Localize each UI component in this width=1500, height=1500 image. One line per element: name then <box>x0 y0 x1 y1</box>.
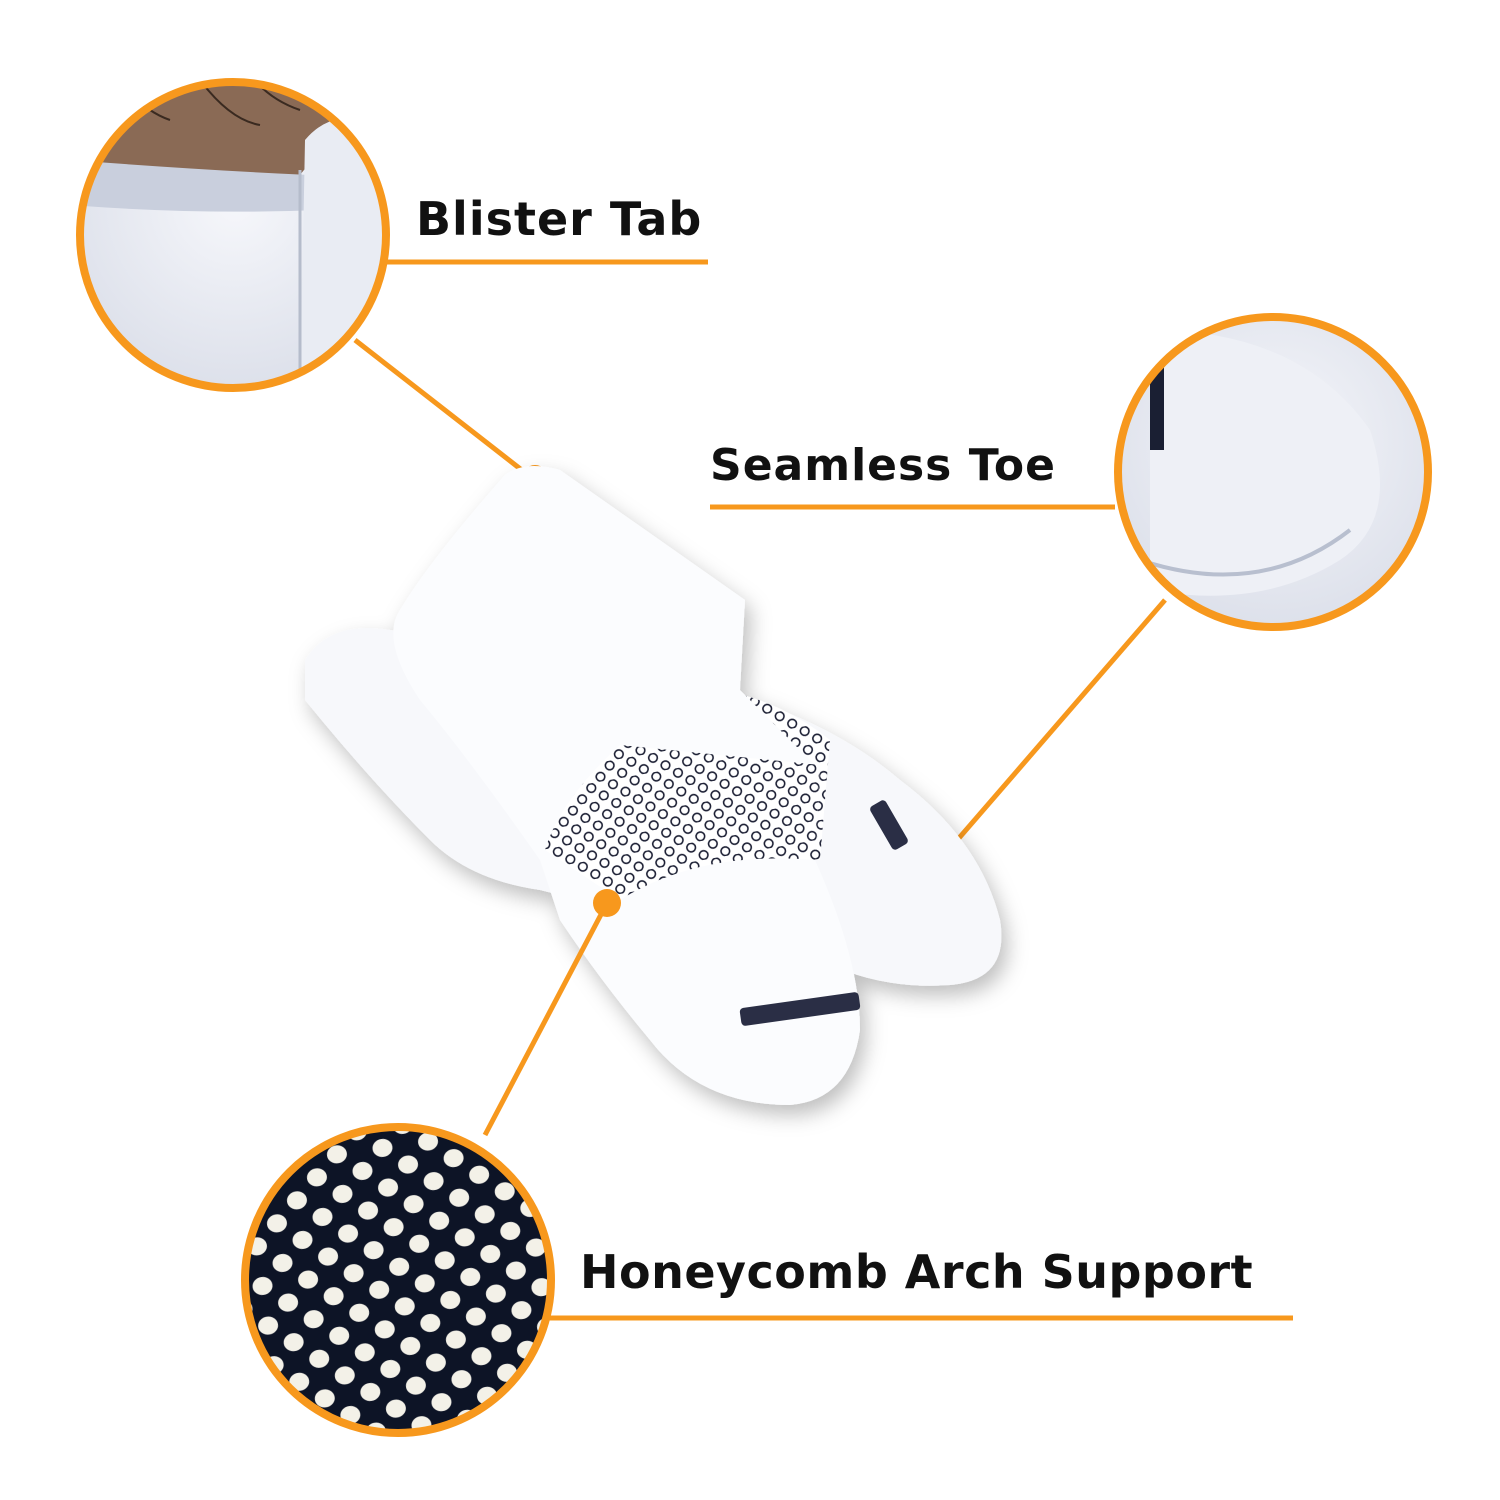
white-ankle-socks-pair <box>305 466 1002 1105</box>
honeycomb-callout <box>241 889 1293 1437</box>
blister-tab-leader <box>353 338 534 480</box>
blister-tab-label: Blister Tab <box>416 192 703 246</box>
honeycomb-label: Honeycomb Arch Support <box>580 1245 1254 1299</box>
blister-tab-closeup <box>80 82 386 388</box>
honeycomb-ring <box>241 1123 555 1437</box>
honeycomb-closeup <box>245 1127 551 1433</box>
seamless-toe-ring <box>1114 313 1432 631</box>
seamless-toe-closeup <box>1118 317 1428 627</box>
honeycomb-dot <box>593 889 621 917</box>
seamless-toe-leader <box>938 598 1167 862</box>
blister-tab-callout <box>76 78 708 493</box>
honeycomb-leader <box>482 903 609 1137</box>
blister-tab-ring <box>76 78 390 392</box>
seamless-toe-label: Seamless Toe <box>710 440 1056 491</box>
seamless-toe-callout <box>710 313 1432 876</box>
